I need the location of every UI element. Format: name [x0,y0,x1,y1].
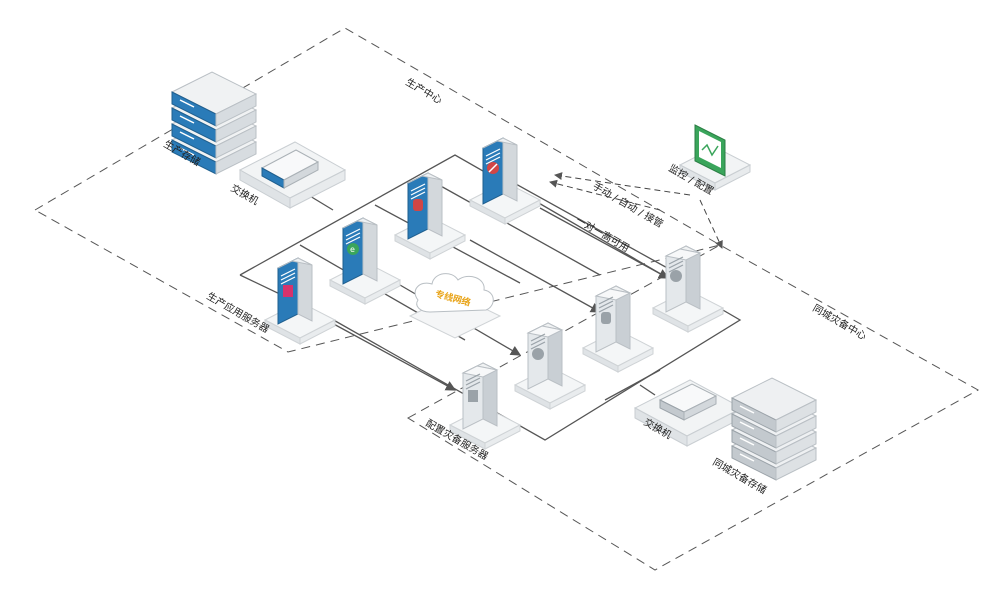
database-icon [601,312,611,324]
globe-icon [532,348,544,360]
prod-app-servers-label: 生产应用服务器 [205,289,272,335]
disk-icon [670,270,682,282]
page-icon [468,390,478,402]
dr-server-1 [449,362,521,450]
flow-arrows [329,207,670,391]
prod-server-2: e [329,217,401,305]
globe-e-icon [347,243,359,255]
dr-server-3 [582,285,654,373]
monitor-links [549,172,723,249]
control-modes-label: 手动 / 自动 / 接管 [591,179,666,230]
dr-center-label: 同城灾备中心 [811,301,869,342]
dr-server-4 [652,245,724,333]
chart-line-icon [701,143,719,157]
dr-storage [731,377,817,481]
prod-server-3 [394,172,466,260]
dr-server-2 [514,322,586,410]
dr-center-zone [407,244,980,571]
prod-switch [238,141,347,209]
production-center-label: 生产中心 [404,75,445,106]
flag-icon [283,285,293,297]
database-icon [413,199,423,211]
svg-text:e: e [350,245,355,254]
one-to-one-ha-label: 一对一高可用 [574,213,632,254]
prod-server-1 [264,257,336,345]
private-network-cloud: 专线网络 [408,273,502,339]
dr-switch [633,379,744,447]
monitor-console [678,124,752,191]
prod-server-4 [469,137,541,225]
